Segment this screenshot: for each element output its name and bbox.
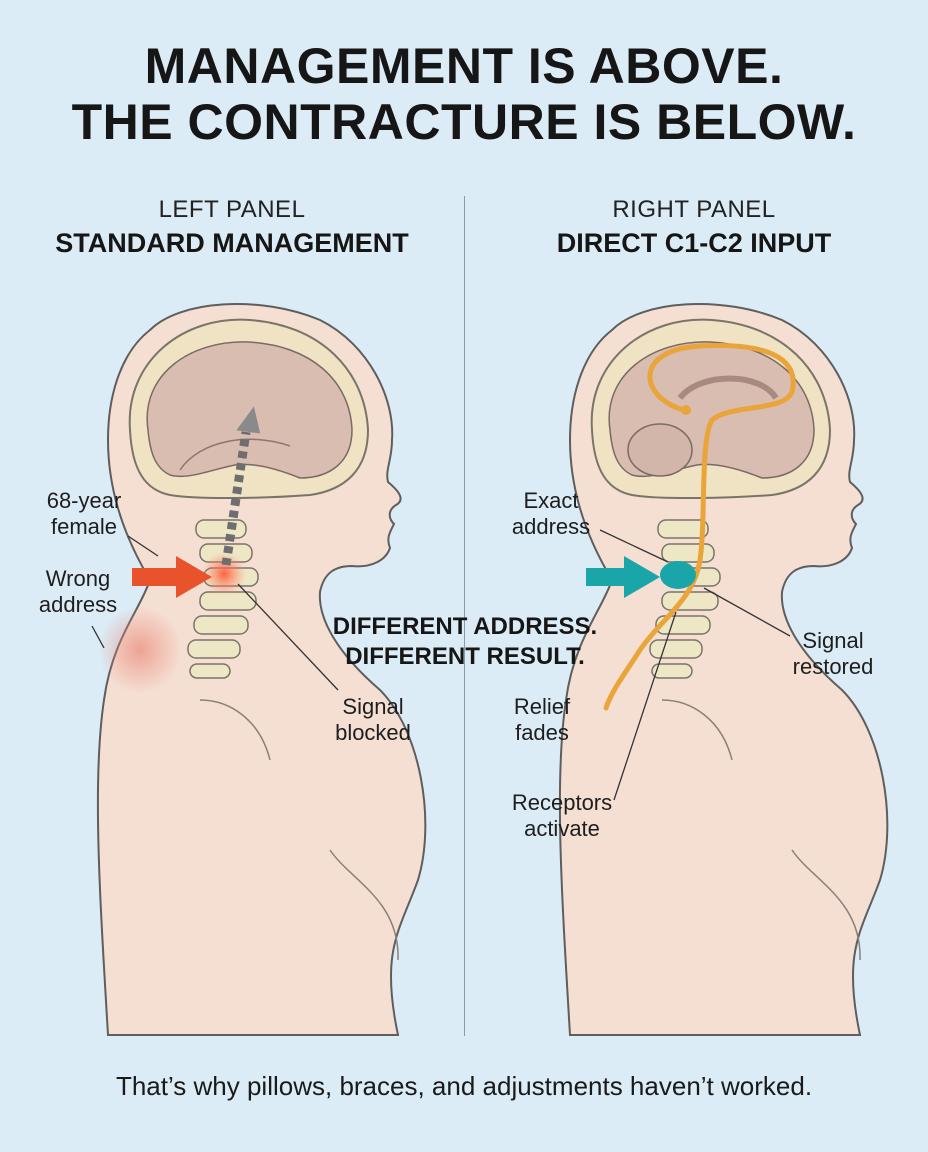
label-signal-blocked: Signal blocked <box>335 694 411 745</box>
right-target-spot <box>660 561 696 589</box>
right-breast-line <box>791 849 861 961</box>
left-wrong-leader <box>91 625 105 649</box>
title-line-1: MANAGEMENT IS ABOVE. <box>144 38 784 94</box>
right-exact-address-arrow <box>586 556 660 598</box>
label-exact-address: Exact address <box>511 488 591 539</box>
title-line-2: THE CONTRACTURE IS BELOW. <box>71 94 857 150</box>
left-signal-leader <box>237 583 339 691</box>
left-patient-leader <box>127 535 159 557</box>
right-nerve-node <box>681 405 691 415</box>
footer-caption: That’s why pillows, braces, and adjustme… <box>115 1071 813 1101</box>
left-panel-subtitle: LEFT PANEL <box>158 196 306 223</box>
right-shoulder-line <box>661 699 733 761</box>
right-panel-heading: DIRECT C1-C2 INPUT <box>556 228 832 258</box>
left-brain <box>146 341 353 479</box>
label-signal-restored: Signal restored <box>792 628 874 679</box>
right-panel-header: RIGHT PANEL DIRECT C1-C2 INPUT <box>474 196 914 260</box>
right-restored-leader <box>703 587 791 637</box>
left-panel-heading: STANDARD MANAGEMENT <box>55 228 409 258</box>
center-note: DIFFERENT ADDRESS. DIFFERENT RESULT. <box>332 613 598 670</box>
right-figure <box>558 302 889 1036</box>
label-relief-fades: Relief fades <box>513 694 571 745</box>
panel-divider <box>464 196 465 1036</box>
left-brain-fold <box>179 438 291 471</box>
right-receptors-leader <box>613 611 677 801</box>
left-wrong-address-arrow <box>132 556 212 598</box>
label-patient: 68-year female <box>46 488 122 539</box>
right-corpus-callosum <box>677 375 779 401</box>
label-receptors-activate: Receptors activate <box>511 790 613 841</box>
left-blocked-spot <box>202 552 246 596</box>
left-dashed-signal-arrow <box>221 406 261 566</box>
label-wrong-address: Wrong address <box>38 566 118 617</box>
left-figure <box>91 302 427 1036</box>
right-cerebellum <box>627 423 693 477</box>
left-panel-header: LEFT PANEL STANDARD MANAGEMENT <box>12 196 452 260</box>
left-inflammation <box>98 606 182 694</box>
right-exact-leader <box>599 529 669 563</box>
right-panel-subtitle: RIGHT PANEL <box>612 196 776 223</box>
left-breast-line <box>329 849 399 961</box>
right-nerve-pathway <box>603 342 796 711</box>
left-shoulder-line <box>199 699 271 761</box>
page-title: MANAGEMENT IS ABOVE. THE CONTRACTURE IS … <box>0 38 928 150</box>
